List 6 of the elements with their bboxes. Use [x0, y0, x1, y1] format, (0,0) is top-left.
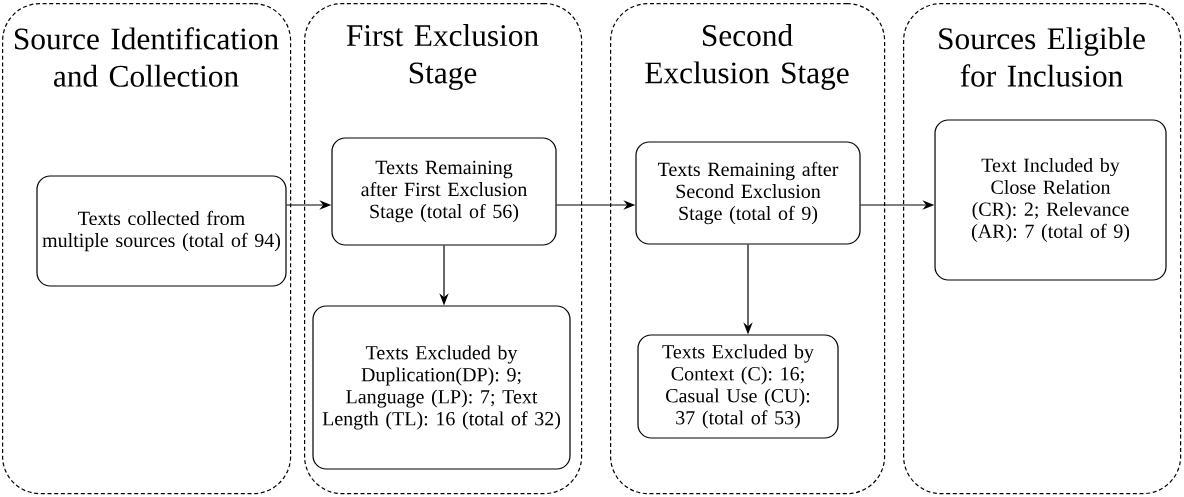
process-box: Texts Remaining after Second Exclusion Stage (total of 9): [635, 141, 861, 245]
process-box: Text Included by Close Relation (CR): 2; Relevance (AR): 7 (total of 9): [934, 119, 1167, 281]
process-box: Texts Excluded by Context (C): 16; Casual Use (CU): 37 (total of 53): [637, 334, 839, 439]
process-box: Texts collected from multiple sources (total of 94): [36, 175, 287, 287]
process-box: Texts Excluded by Duplication(DP): 9; Language (LP): 7; Text Length (TL): 16 (total of 32): [312, 305, 571, 470]
process-box: Texts Remaining after First Exclusion Stage (total of 56): [331, 137, 557, 246]
